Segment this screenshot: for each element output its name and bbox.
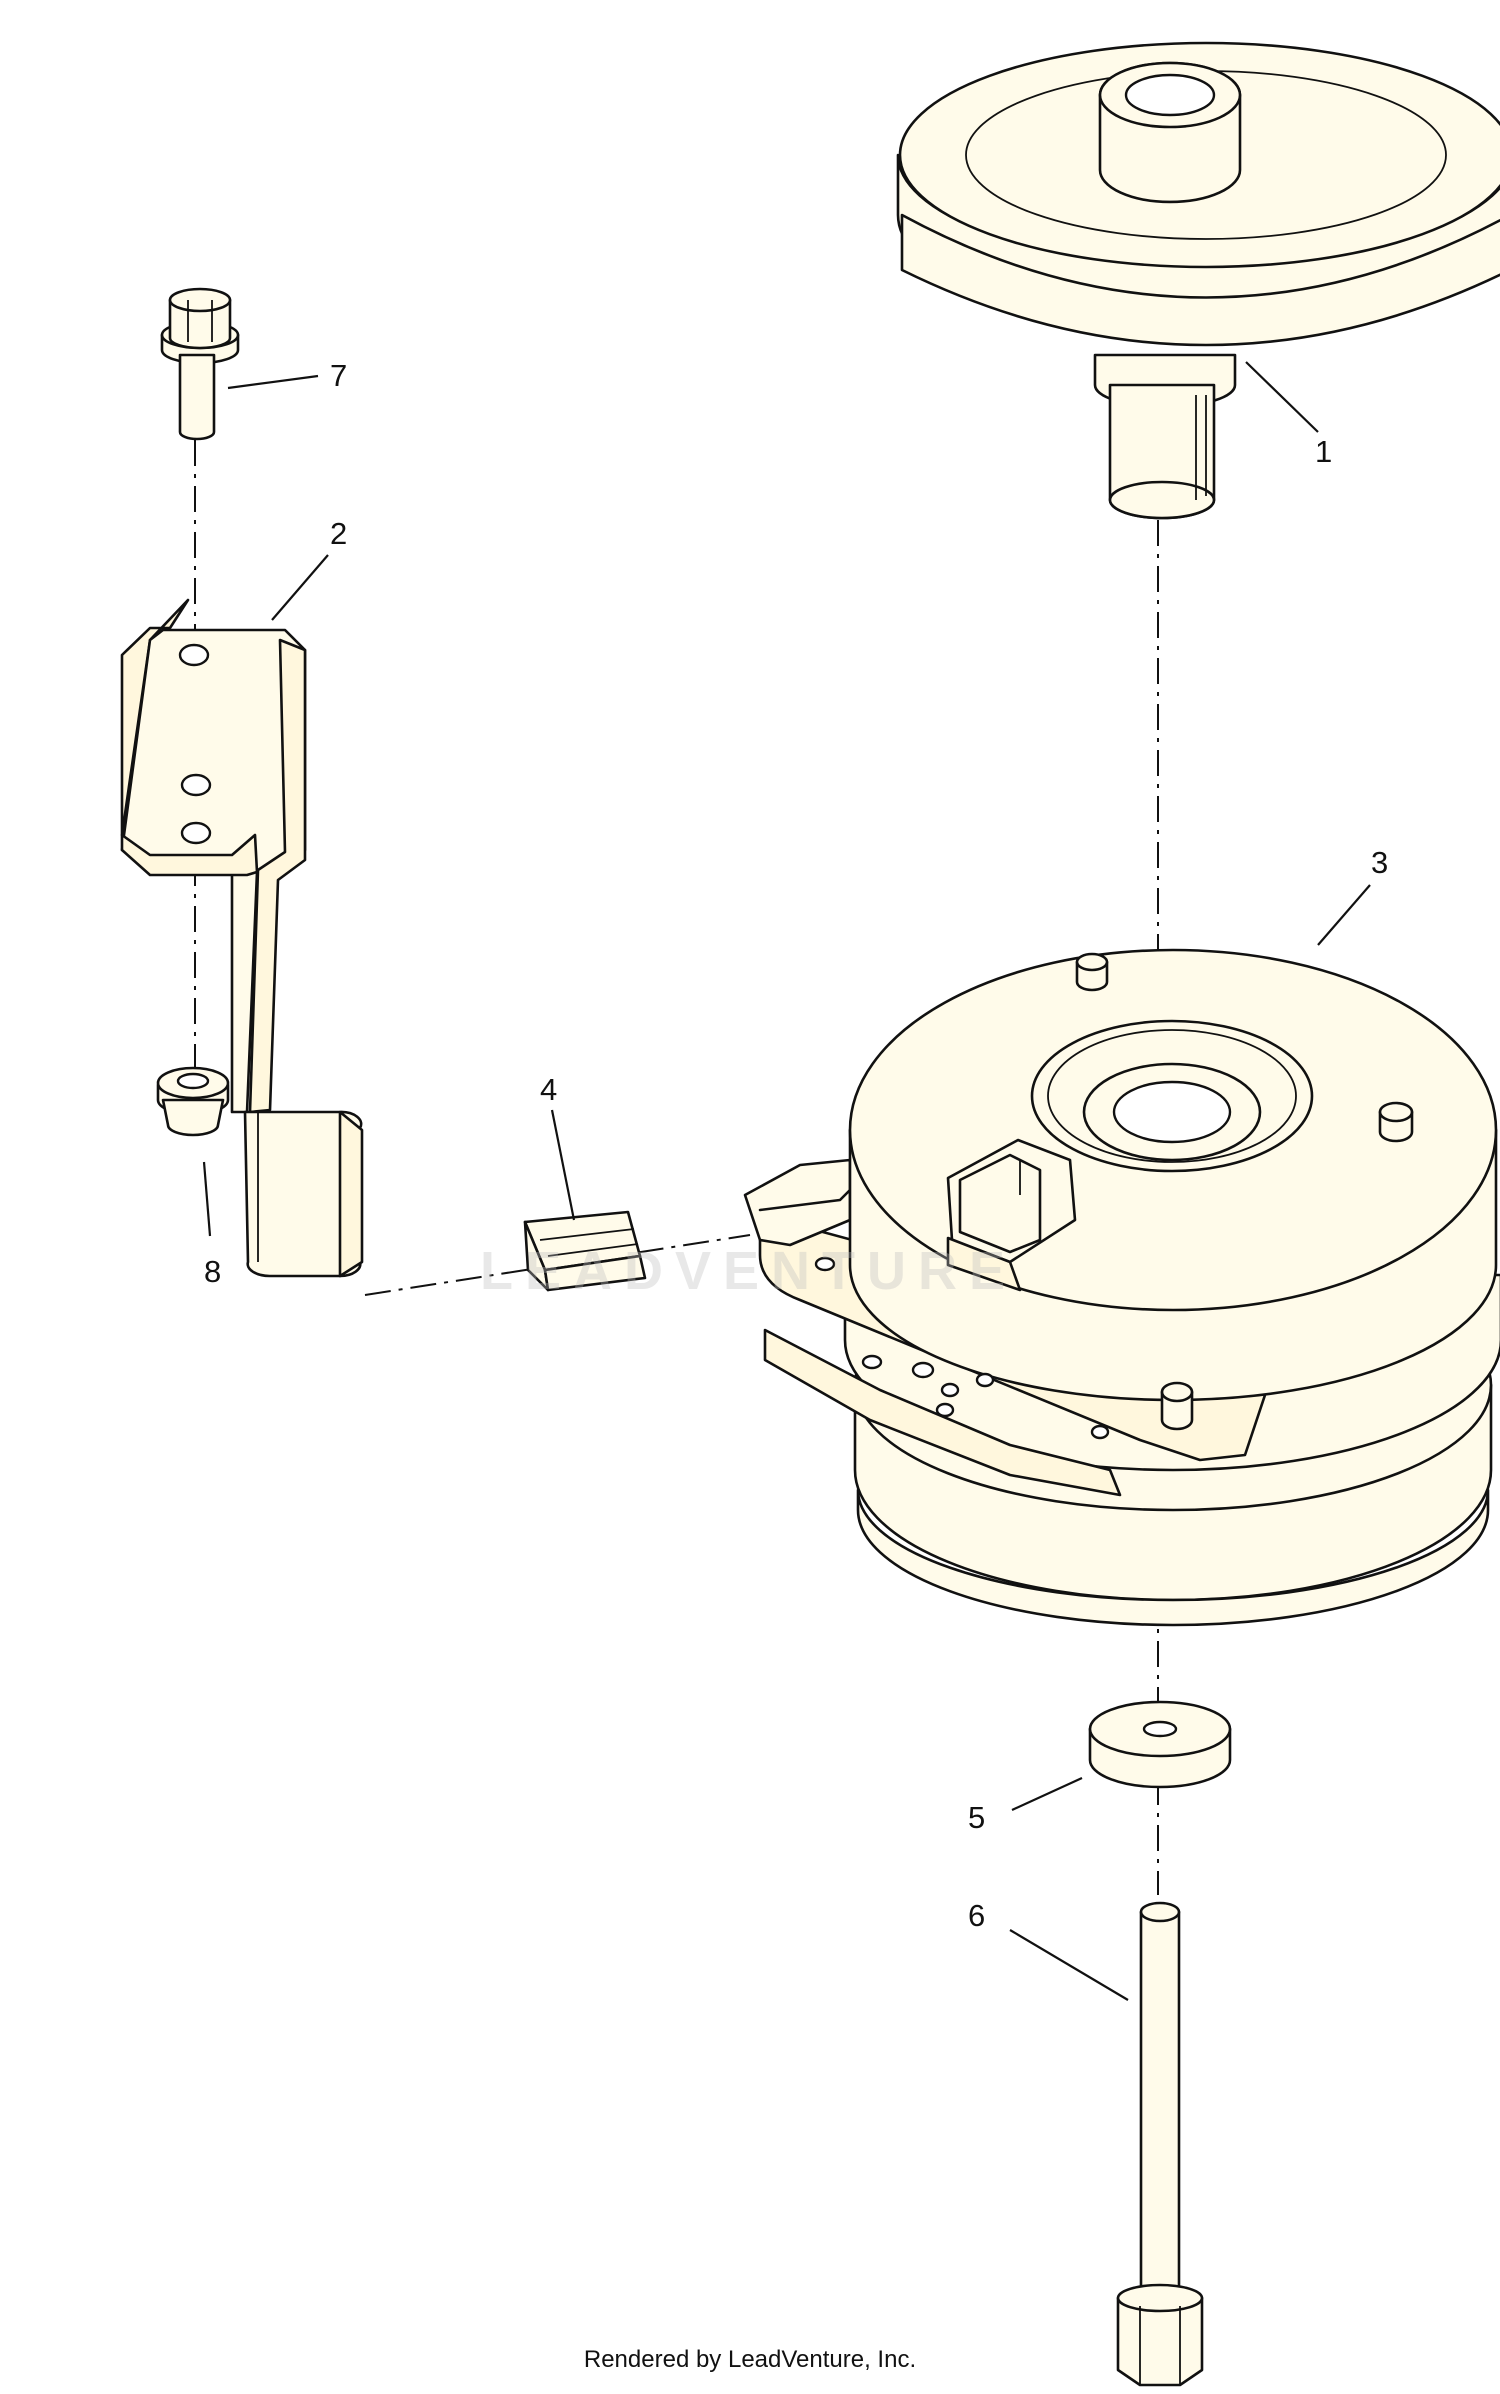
callout-7: 7 xyxy=(330,358,347,393)
footer-credit: Rendered by LeadVenture, Inc. xyxy=(583,2346,917,2373)
callout-5: 5 xyxy=(968,1800,985,1835)
callout-6: 6 xyxy=(968,1898,985,1933)
leader-6 xyxy=(1009,1929,1129,2001)
callout-8: 8 xyxy=(204,1254,221,1289)
callout-3: 3 xyxy=(1371,845,1388,880)
part-1-pulley xyxy=(896,41,1500,520)
leader-8 xyxy=(202,1161,212,1237)
callout-4: 4 xyxy=(540,1072,557,1107)
leader-2 xyxy=(271,554,329,621)
leader-7 xyxy=(227,374,319,390)
part-7-flange-bolt xyxy=(160,287,240,441)
leader-1 xyxy=(1245,361,1319,433)
callout-2: 2 xyxy=(330,516,347,551)
part-2-bracket xyxy=(120,598,364,1278)
part-3-electric-clutch xyxy=(743,948,1500,1627)
leader-5 xyxy=(1011,1776,1083,1812)
leader-4 xyxy=(550,1109,576,1221)
callout-1: 1 xyxy=(1315,434,1332,469)
part-4-bushing xyxy=(523,1210,647,1292)
part-5-washer xyxy=(1088,1700,1232,1789)
part-8-flange-nut xyxy=(156,1066,230,1137)
part-6-bolt xyxy=(1116,1901,1204,2387)
leader-3 xyxy=(1317,884,1371,946)
